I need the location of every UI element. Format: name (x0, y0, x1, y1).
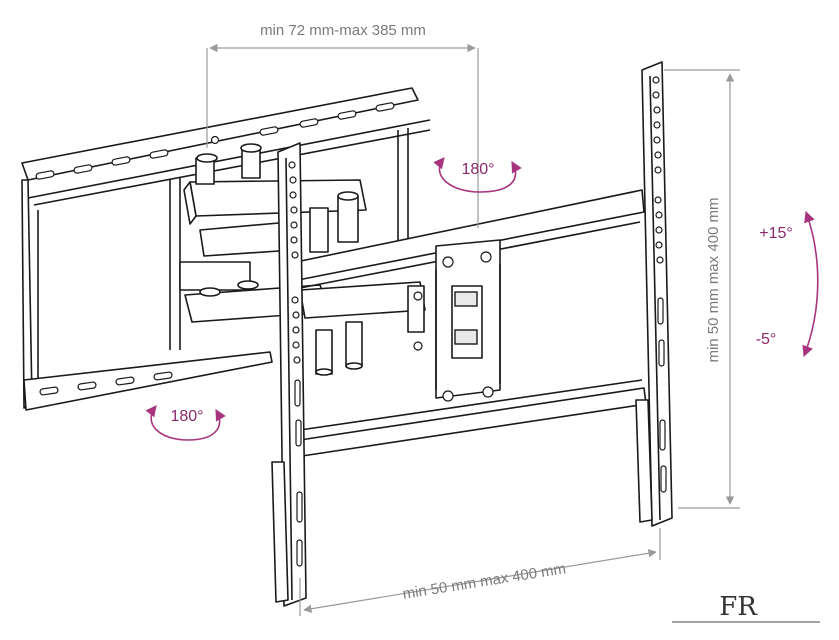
left-rail-holes (288, 161, 303, 567)
bottom-swivel-label: 180° (170, 408, 203, 425)
horizontal-vesa-label: min 50 mm max 400 mm (401, 560, 567, 603)
top-swivel-indicator: 180° (433, 157, 522, 193)
right-tv-rail (635, 61, 673, 527)
right-rail-holes (652, 76, 667, 493)
vertical-vesa-dimension: min 50 mm max 400 mm (664, 69, 740, 509)
swing-arms (179, 143, 426, 376)
bottom-swivel-indicator: 180° (145, 405, 226, 441)
brand-logo: FR (672, 592, 820, 623)
tilt-up-label: +15° (759, 225, 793, 242)
arm-extension-label: min 72 mm-max 385 mm (260, 22, 426, 39)
tilt-indicator: +15° -5° (756, 210, 819, 358)
brand-logo-mark: FR (719, 592, 758, 622)
wall-plate-slots (35, 102, 395, 396)
vertical-vesa-label: min 50 mm max 400 mm (705, 197, 722, 362)
top-swivel-label: 180° (461, 161, 494, 178)
horizontal-vesa-dimension: min 50 mm max 400 mm (299, 528, 661, 616)
tilt-down-label: -5° (756, 331, 777, 348)
arm-extension-dimension: min 72 mm-max 385 mm (206, 22, 479, 228)
wall-plate (21, 87, 431, 411)
